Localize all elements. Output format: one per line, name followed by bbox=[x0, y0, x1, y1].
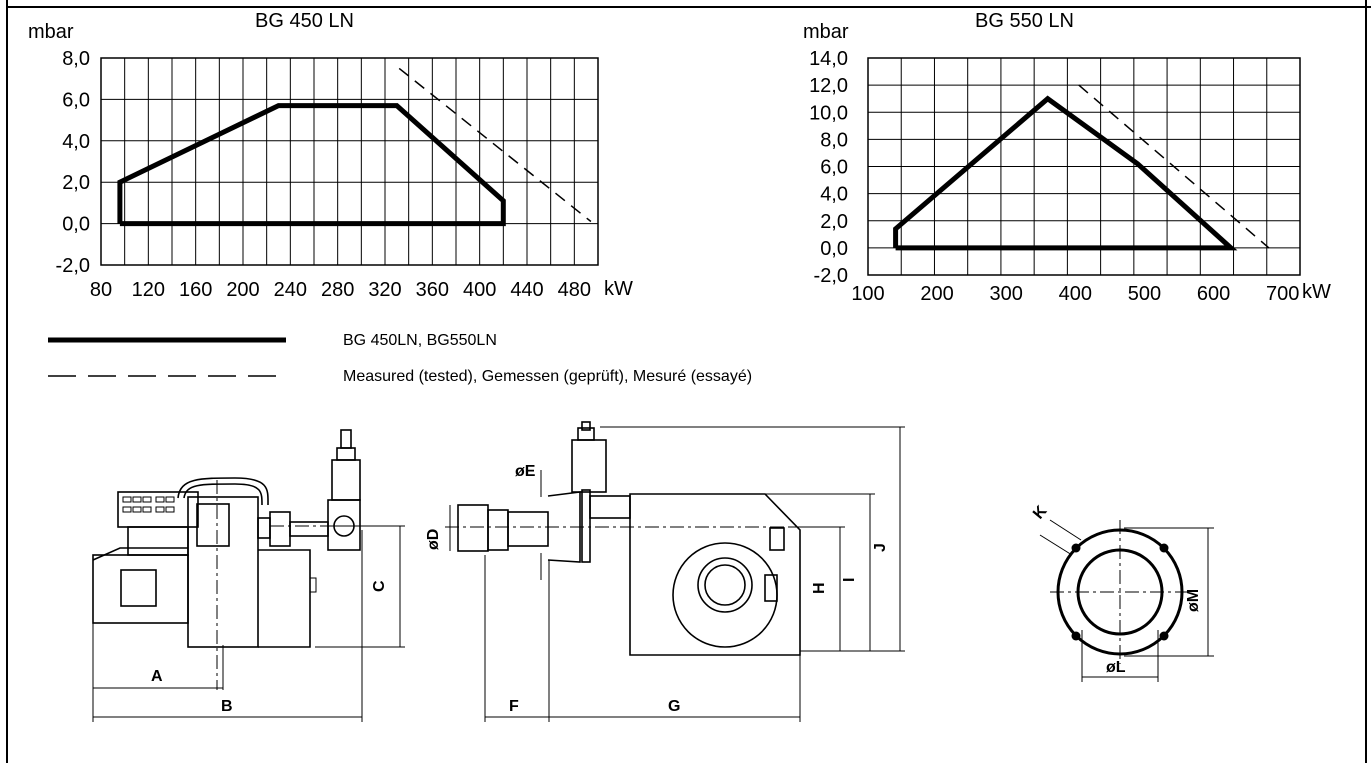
y-tick-labels: -2,0 0,0 2,0 4,0 6,0 8,0 bbox=[56, 48, 90, 277]
x-tick-label: 200 bbox=[920, 283, 953, 305]
dim-label-c: C bbox=[371, 580, 388, 592]
y-axis-label: mbar bbox=[28, 21, 74, 43]
x-tick-label: 280 bbox=[321, 279, 354, 301]
dim-label-g: G bbox=[668, 698, 680, 715]
y-tick-label: 2,0 bbox=[62, 172, 90, 194]
y-tick-label: 8,0 bbox=[62, 48, 90, 70]
legend-dashed-label: Measured (tested), Gemessen (geprüft), M… bbox=[343, 368, 752, 385]
x-tick-label: 160 bbox=[179, 279, 212, 301]
y-tick-label: 8,0 bbox=[820, 129, 848, 151]
plot-frame bbox=[867, 57, 1301, 276]
y-tick-label: 4,0 bbox=[820, 184, 848, 206]
chart-grid bbox=[867, 57, 1301, 276]
burner-side-view: A B C bbox=[92, 429, 405, 722]
dim-label-f: F bbox=[509, 698, 519, 715]
x-axis-label: kW bbox=[604, 278, 633, 300]
y-tick-label: -2,0 bbox=[814, 265, 848, 287]
y-tick-label: 6,0 bbox=[820, 157, 848, 179]
measured-dashed-line bbox=[398, 67, 592, 223]
x-tick-label: 400 bbox=[463, 279, 496, 301]
dim-label-d: øD bbox=[425, 529, 442, 550]
x-tick-label: 440 bbox=[510, 279, 543, 301]
dim-label-i: I bbox=[841, 578, 858, 582]
x-tick-label: 400 bbox=[1059, 283, 1092, 305]
x-tick-label: 500 bbox=[1128, 283, 1161, 305]
y-tick-label: 4,0 bbox=[62, 131, 90, 153]
chart-series bbox=[893, 84, 1270, 251]
y-tick-label: 6,0 bbox=[62, 89, 90, 111]
x-tick-label: 300 bbox=[990, 283, 1023, 305]
dim-label-l: øL bbox=[1106, 659, 1126, 676]
x-tick-label: 320 bbox=[368, 279, 401, 301]
flange-view: K øL øM bbox=[1030, 502, 1214, 682]
operating-envelope-line bbox=[893, 95, 1238, 251]
operating-envelope-line bbox=[117, 103, 506, 227]
dim-label-j: J bbox=[872, 543, 889, 552]
y-tick-label: 2,0 bbox=[820, 211, 848, 233]
x-tick-label: 80 bbox=[90, 279, 112, 301]
x-tick-label: 480 bbox=[558, 279, 591, 301]
measured-dashed-line bbox=[1078, 84, 1270, 249]
dim-label-b: B bbox=[221, 698, 233, 715]
x-tick-label: 700 bbox=[1266, 283, 1299, 305]
x-axis-label: kW bbox=[1302, 281, 1331, 303]
dim-label-m: øM bbox=[1185, 589, 1202, 612]
y-tick-label: 0,0 bbox=[62, 214, 90, 236]
burner-section-view: øE øD F G H I J bbox=[425, 421, 905, 722]
y-tick-label: 10,0 bbox=[809, 102, 848, 124]
chart-title: BG 550 LN bbox=[975, 10, 1074, 32]
chart-series bbox=[117, 67, 592, 227]
legend: BG 450LN, BG550LN Measured (tested), Gem… bbox=[48, 332, 752, 385]
x-tick-label: 120 bbox=[132, 279, 165, 301]
y-tick-label: -2,0 bbox=[56, 255, 90, 277]
y-tick-labels: -2,0 0,0 2,0 4,0 6,0 8,0 10,0 12,0 14,0 bbox=[809, 48, 848, 287]
x-tick-labels: 100 200 300 400 500 600 700 bbox=[851, 283, 1299, 305]
x-tick-labels: 80 120 160 200 240 280 320 360 400 440 480 bbox=[90, 279, 591, 301]
dim-label-k: K bbox=[1030, 502, 1051, 522]
x-tick-label: 360 bbox=[416, 279, 449, 301]
dim-label-h: H bbox=[811, 582, 828, 594]
blast-tube bbox=[457, 504, 489, 552]
gas-valve bbox=[327, 499, 361, 551]
y-axis-label: mbar bbox=[803, 21, 849, 43]
dim-label-a: A bbox=[151, 668, 163, 685]
chart-title: BG 450 LN bbox=[255, 10, 354, 32]
x-tick-label: 100 bbox=[851, 283, 884, 305]
chart-bg550ln: BG 550 LN mbar kW -2,0 0,0 2,0 4,0 6,0 8,0 10,… bbox=[803, 10, 1331, 305]
dim-label-e: øE bbox=[515, 463, 536, 480]
chart-grid bbox=[100, 57, 599, 266]
legend-solid-label: BG 450LN, BG550LN bbox=[343, 332, 497, 349]
x-tick-label: 200 bbox=[226, 279, 259, 301]
y-tick-label: 0,0 bbox=[820, 238, 848, 260]
y-tick-label: 12,0 bbox=[809, 75, 848, 97]
chart-bg450ln: BG 450 LN mbar kW -2,0 0,0 2,0 4,0 6,0 8,0 80… bbox=[28, 10, 633, 301]
x-tick-label: 240 bbox=[274, 279, 307, 301]
plot-frame bbox=[100, 57, 599, 266]
motor-housing bbox=[92, 554, 189, 624]
y-tick-label: 14,0 bbox=[809, 48, 848, 70]
x-tick-label: 600 bbox=[1197, 283, 1230, 305]
